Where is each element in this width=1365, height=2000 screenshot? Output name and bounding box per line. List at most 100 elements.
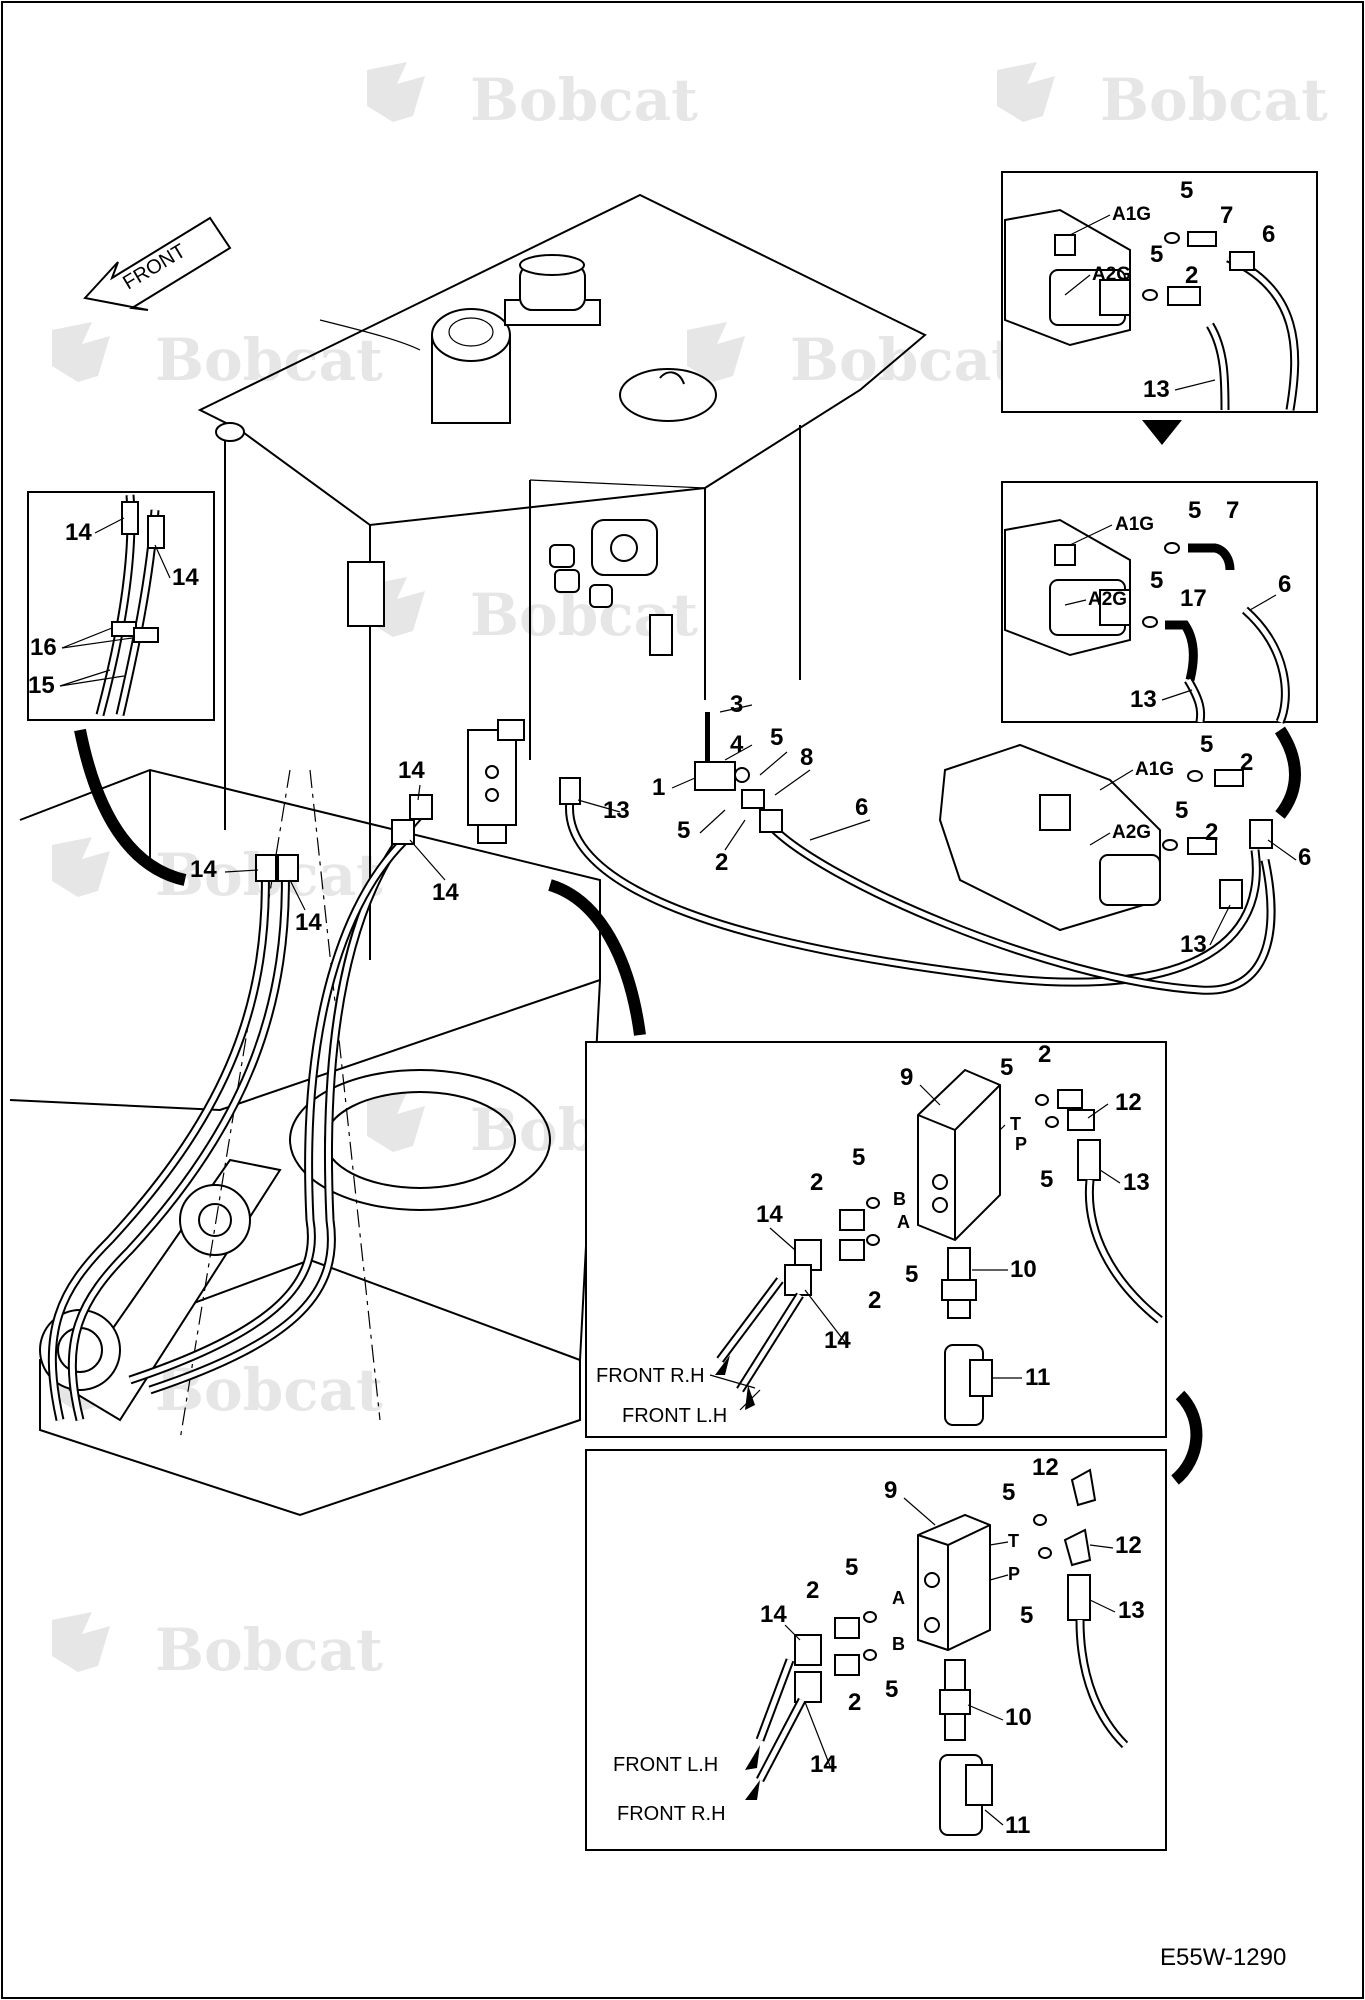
breather-cap (504, 254, 601, 326)
callout-6: 6 (1278, 571, 1291, 598)
front-rh-label: FRONT R.H (596, 1365, 705, 1387)
watermark-text: Bobcat (155, 1356, 383, 1424)
callout-13: 13 (1180, 931, 1207, 958)
callout-5: 5 (770, 724, 783, 751)
callout-5: 5 (1000, 1054, 1013, 1081)
callout-3: 3 (730, 691, 743, 718)
callout-5: 5 (1180, 177, 1193, 204)
callout-a1g: A1G (1115, 514, 1154, 535)
bobcat-watermark: Bobcat (52, 837, 383, 909)
fitting-14 (409, 794, 433, 820)
hydraulic-pump (938, 743, 1161, 932)
inspection-cover (619, 368, 717, 422)
callout-13: 13 (1118, 1597, 1145, 1624)
watermark-text: Bobcat (155, 1616, 383, 1684)
detail-box-hose-clamps: 14 14 16 15 (27, 491, 215, 721)
callout-1: 1 (652, 774, 665, 801)
port-label-b: B (892, 1634, 905, 1654)
front-lh-label: FRONT L.H (613, 1754, 718, 1776)
callout-13: 13 (1123, 1169, 1150, 1196)
callout-5: 5 (1188, 497, 1201, 524)
callout-2: 2 (848, 1689, 861, 1716)
callout-14: 14 (172, 564, 199, 591)
main-assembly: 1 3 4 5 8 5 2 6 13 14 14 14 14 (9, 193, 1301, 1517)
fitting-14 (391, 819, 415, 845)
detail-connector-arc (1274, 726, 1301, 819)
leader-lines-main (224, 704, 871, 911)
detail-box-selector-valve-2: 9 12 5 12 5 13 2 5 14 5 2 10 14 11 T P A… (585, 1449, 1167, 1851)
front-rh-label: FRONT R.H (617, 1803, 726, 1825)
callout-17: 17 (1180, 585, 1207, 612)
callout-5: 5 (885, 1676, 898, 1703)
callout-14: 14 (810, 1751, 837, 1778)
port-label-a: A (892, 1588, 905, 1608)
fitting-14 (255, 854, 277, 882)
callout-8: 8 (800, 744, 813, 771)
bobcat-logo-icon (367, 1092, 425, 1152)
callout-5: 5 (1175, 797, 1188, 824)
watermark-text: Bobcat (470, 66, 698, 134)
detail-box-pump-ports-2: A1G A2G 5 7 5 17 6 13 (1001, 481, 1318, 724)
bobcat-watermark: Bobcat (52, 322, 383, 394)
port-label-t: T (1010, 1114, 1021, 1134)
callout-a1g: A1G (1135, 759, 1174, 780)
port-label-t: T (1008, 1531, 1019, 1551)
drawing-code: E55W-1290 (1160, 1944, 1286, 1971)
callout-9: 9 (900, 1064, 913, 1091)
callout-2: 2 (868, 1287, 881, 1314)
callout-14: 14 (190, 856, 217, 883)
callout-9: 9 (884, 1477, 897, 1504)
detail-connector-arc (1170, 1390, 1203, 1485)
bobcat-logo-icon (52, 322, 110, 382)
front-lh-label: FRONT L.H (622, 1405, 727, 1427)
callout-5: 5 (677, 817, 690, 844)
bobcat-watermark: Bobcat (997, 62, 1328, 134)
filter-housing (431, 308, 511, 424)
callout-12: 12 (1115, 1089, 1142, 1116)
bobcat-watermark: Bobcat (367, 62, 698, 134)
callout-14: 14 (432, 879, 459, 906)
watermark-text: Bobcat (790, 326, 1018, 394)
fitting-14 (277, 854, 299, 882)
callout-7: 7 (1220, 202, 1233, 229)
port-label-a: A (897, 1212, 910, 1232)
callout-5: 5 (1200, 731, 1213, 758)
detail-box-pump-ports-1: A1G A2G 5 7 5 2 6 13 (1001, 171, 1318, 413)
callout-14: 14 (760, 1601, 787, 1628)
callout-10: 10 (1010, 1256, 1037, 1283)
callout-a1g: A1G (1112, 204, 1151, 225)
watermark-text: Bobcat (155, 326, 383, 394)
port-label-p: P (1008, 1564, 1020, 1584)
manifold-block (694, 712, 765, 809)
callout-11: 11 (1005, 1812, 1030, 1839)
hose-6-13-run (565, 799, 1276, 995)
callout-6: 6 (1298, 844, 1311, 871)
callout-a2g: A2G (1088, 589, 1127, 610)
callout-6: 6 (855, 794, 868, 821)
fitting-13 (559, 777, 581, 805)
callout-2: 2 (806, 1577, 819, 1604)
callout-5: 5 (845, 1554, 858, 1581)
callout-2: 2 (715, 849, 728, 876)
callout-14: 14 (295, 909, 322, 936)
bobcat-logo-icon (687, 322, 745, 382)
pump-detail-callouts: A1G A2G 5 2 5 2 6 13 (1089, 731, 1311, 958)
callout-12: 12 (1032, 1454, 1059, 1481)
detail-connector-arc (548, 879, 646, 1036)
port-label-p: P (1015, 1134, 1027, 1154)
callout-11: 11 (1025, 1364, 1050, 1391)
detail-box-selector-valve-1: 9 5 2 12 5 13 2 5 14 5 2 10 14 11 T P B … (585, 1041, 1167, 1438)
callout-5: 5 (1150, 241, 1163, 268)
front-direction-arrow: FRONT (83, 216, 232, 311)
callout-6: 6 (1262, 221, 1275, 248)
swing-bracket (39, 1158, 282, 1422)
watermark-text: Bobcat (1100, 66, 1328, 134)
callout-2: 2 (810, 1169, 823, 1196)
callout-5: 5 (852, 1144, 865, 1171)
callout-a2g: A2G (1092, 264, 1131, 285)
tank-port-flange (549, 519, 673, 656)
tank-bracket (347, 561, 385, 627)
